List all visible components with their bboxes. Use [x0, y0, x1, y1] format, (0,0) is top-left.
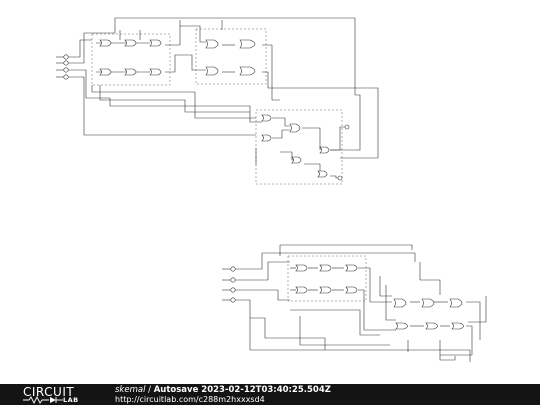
logic-gate[interactable]: [124, 68, 137, 76]
input-terminal[interactable]: [230, 287, 236, 293]
circuit-url[interactable]: http://circuitlab.com/c288m2hxxxsd4: [115, 395, 265, 404]
input-terminal[interactable]: [63, 74, 69, 80]
logic-gate[interactable]: [124, 39, 137, 47]
logic-gate[interactable]: [205, 39, 219, 49]
input-terminals-upper: [56, 54, 69, 80]
schematic-canvas[interactable]: [0, 0, 540, 384]
logic-gate[interactable]: [319, 264, 332, 272]
logo-text-lab: LAB: [63, 396, 79, 404]
logo-text-circuit: CIRCUIT: [23, 385, 75, 399]
logic-gate[interactable]: [205, 66, 219, 76]
footer-bar: CIRCUIT LAB skemal / Autosave 2023-02-12…: [0, 384, 540, 405]
logic-gate[interactable]: [425, 322, 438, 330]
logic-gate[interactable]: [317, 170, 328, 178]
logic-gate[interactable]: [261, 114, 272, 122]
logic-gate[interactable]: [261, 134, 272, 142]
logic-gate[interactable]: [295, 286, 308, 294]
input-terminal[interactable]: [63, 67, 69, 73]
logic-gate[interactable]: [291, 156, 302, 164]
meta-separator: /: [145, 385, 154, 395]
circuitlab-logo[interactable]: CIRCUIT LAB: [23, 385, 93, 404]
logic-gate[interactable]: [239, 39, 256, 49]
logic-gate[interactable]: [149, 39, 162, 47]
logic-gate[interactable]: [345, 264, 358, 272]
wires-upper: [68, 17, 379, 179]
input-terminals-lower: [222, 266, 236, 303]
logic-gate[interactable]: [295, 264, 308, 272]
subcircuit-box: [255, 109, 343, 185]
logic-gate[interactable]: [289, 123, 301, 133]
logic-gate[interactable]: [319, 286, 332, 294]
input-terminal[interactable]: [63, 60, 69, 66]
logic-gate[interactable]: [395, 322, 408, 330]
input-terminal[interactable]: [63, 54, 69, 60]
logic-gate[interactable]: [319, 146, 330, 154]
author-link[interactable]: skemal: [115, 385, 146, 395]
subcircuit-box: [287, 255, 367, 302]
wires-lower: [235, 244, 487, 362]
subcircuit-box: [195, 28, 267, 85]
circuit-lower: [222, 244, 487, 362]
logic-gate[interactable]: [149, 68, 162, 76]
circuit-title: Autosave 2023-02-12T03:40:25.504Z: [153, 385, 331, 395]
input-terminal[interactable]: [230, 266, 236, 272]
logic-gate[interactable]: [449, 298, 463, 308]
resistor-diode-logo-icon: [23, 396, 63, 404]
logic-gate[interactable]: [393, 298, 407, 308]
logic-gate[interactable]: [345, 286, 358, 294]
logic-gate[interactable]: [99, 68, 112, 76]
input-terminal[interactable]: [230, 297, 236, 303]
subcircuit-box: [91, 33, 171, 86]
gates-upper: [99, 39, 350, 181]
circuit-upper: [56, 17, 379, 185]
logic-gate[interactable]: [451, 322, 464, 330]
input-terminal[interactable]: [230, 277, 236, 283]
logic-gate[interactable]: [421, 298, 435, 308]
logic-gate[interactable]: [99, 39, 112, 47]
gates-lower: [295, 264, 464, 330]
output-terminal[interactable]: [344, 124, 350, 130]
circuit-meta: skemal / Autosave 2023-02-12T03:40:25.50…: [115, 385, 331, 395]
logic-gate[interactable]: [239, 66, 256, 76]
output-terminal[interactable]: [337, 175, 343, 181]
